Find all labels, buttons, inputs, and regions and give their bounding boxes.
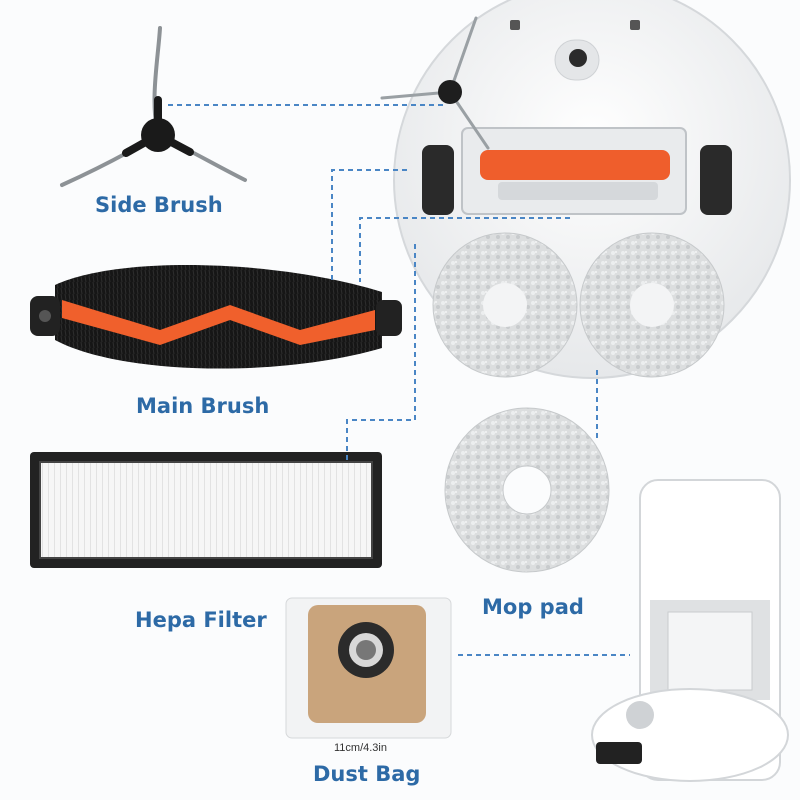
side-brush-label: Side Brush <box>95 193 223 217</box>
robot-mop-pads <box>432 232 725 378</box>
base-station-image <box>591 479 789 782</box>
hepa-filter-label: Hepa Filter <box>135 608 267 632</box>
dust-bag-label: Dust Bag <box>313 762 421 786</box>
guide-lines <box>168 104 630 656</box>
main-brush-label: Main Brush <box>136 394 270 418</box>
dust-bag-size-label: 11cm/4.3in <box>334 742 387 754</box>
mop-pad-label: Mop pad <box>482 595 584 619</box>
side-brush-image <box>60 26 247 187</box>
dust-bag-image <box>285 597 452 739</box>
hepa-filter-image <box>30 452 382 568</box>
main-brush-image <box>30 265 402 369</box>
mop-pad-image <box>444 407 610 573</box>
robot-side-brush <box>380 16 490 150</box>
